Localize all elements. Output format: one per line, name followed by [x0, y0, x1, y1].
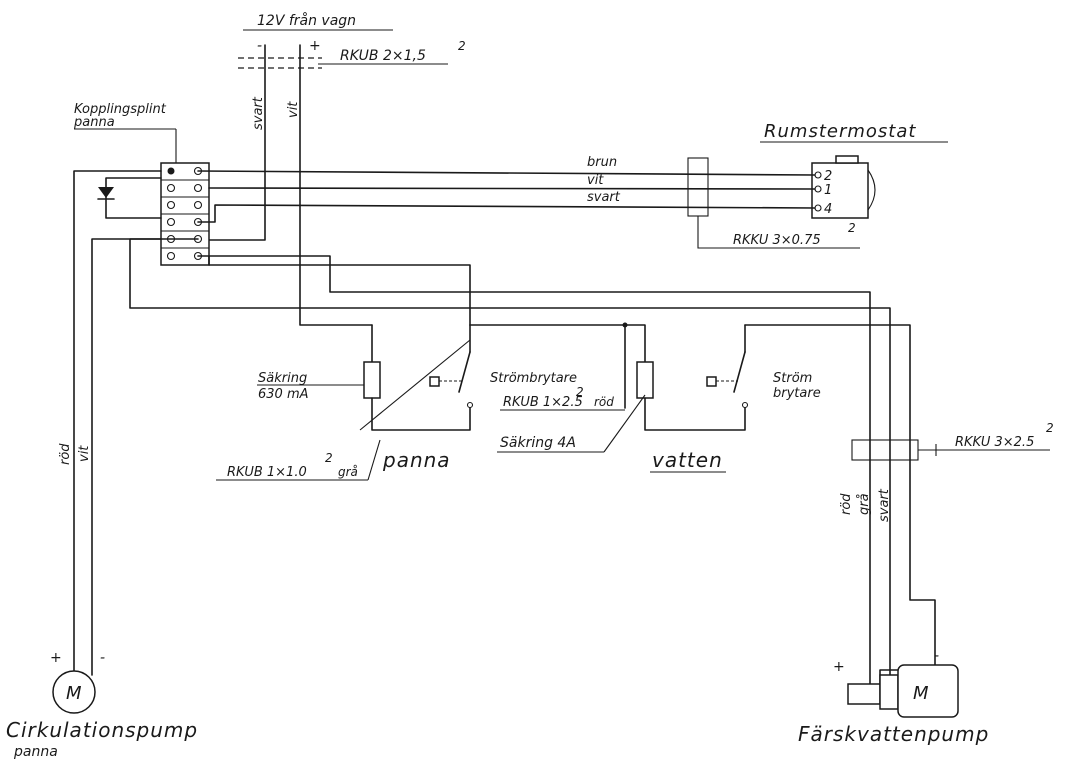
boiler-circuit-label: panna: [382, 448, 451, 472]
supply-wire-minus-label: svart: [251, 96, 266, 130]
fresh-water-pump-label: Färskvattenpump: [798, 722, 989, 746]
circulation-pump-label: Cirkulationspump: [6, 718, 198, 742]
thermostat-cable-label: RKKU 3×0.75: [733, 233, 821, 248]
boiler-fuse-rating: 630 mA: [258, 387, 309, 402]
thermostat-wire-black: svart: [587, 190, 621, 205]
fresh-water-pump-cable-label: RKKU 3×2.5: [955, 435, 1034, 450]
boiler-switch-symbol: [458, 351, 471, 393]
water-circuit: RKUB 1×2.5 2 röd Säkring 4A Ström brytar…: [469, 322, 821, 473]
water-switch-label-line2: brytare: [773, 386, 821, 401]
water-circuit-label: vatten: [652, 448, 723, 472]
water-fuse-label: Säkring 4A: [500, 435, 576, 451]
thermostat-wire-brown: brun: [587, 155, 617, 170]
fresh-water-pump-cable-superscript: 2: [1046, 421, 1054, 435]
supply-cable-label: RKUB 2×1,5: [340, 48, 426, 64]
supply-cable-superscript: 2: [458, 39, 466, 53]
water-switch-label: Ström: [773, 371, 812, 386]
thermostat-title: Rumstermostat: [764, 121, 916, 142]
supply-plus-sign: +: [309, 38, 321, 54]
power-supply: 12V från vagn - + RKUB 2×1,5 2 svart vit: [204, 12, 466, 326]
boiler-switch-label: Strömbrytare: [490, 371, 577, 386]
fresh-water-pump-wire-gray: grå: [857, 493, 872, 515]
supply-wire-plus-label: vit: [286, 101, 301, 118]
water-cable-superscript: 2: [576, 385, 584, 399]
distribution-wiring: [73, 170, 936, 691]
room-thermostat: Rumstermostat 2 1 4 brun vit svart RKKU …: [197, 121, 948, 249]
fresh-water-pump: RKKU 3×2.5 2 röd grå svart M + - Färskva…: [798, 421, 1054, 746]
boiler-cable-color: grå: [338, 465, 358, 479]
fresh-water-pump-wire-red: röd: [839, 493, 854, 515]
fresh-water-pump-wire-black: svart: [877, 488, 892, 522]
thermostat-terminal-1: 1: [824, 183, 832, 198]
supply-label: 12V från vagn: [257, 12, 356, 29]
boiler-fuse-symbol: [363, 361, 381, 399]
circulation-pump-sublabel: panna: [13, 744, 58, 759]
fresh-water-pump-minus: -: [934, 648, 939, 664]
circulation-pump-plus: +: [50, 650, 62, 666]
terminal-block: Kopplingsplint panna: [73, 102, 210, 266]
boiler-cable-label: RKUB 1×1.0: [227, 465, 307, 480]
water-cable-color: röd: [594, 395, 614, 409]
water-fuse-symbol: [636, 361, 654, 399]
supply-minus-sign: -: [257, 38, 262, 54]
terminal-block-sublabel: panna: [73, 115, 115, 130]
water-cable-label: RKUB 1×2.5: [503, 395, 583, 410]
thermostat-wire-white: vit: [587, 173, 604, 188]
boiler-circuit: Säkring 630 mA Strömbrytare panna RKUB 1…: [216, 324, 577, 481]
circulation-pump-wire-white: vit: [77, 445, 92, 462]
boiler-fuse-label: Säkring: [258, 371, 307, 386]
diode-symbol: [97, 177, 162, 219]
thermostat-cable-superscript: 2: [848, 221, 856, 235]
boiler-cable-superscript: 2: [325, 451, 333, 465]
circulation-pump-motor-label: M: [66, 683, 83, 704]
water-switch-symbol: [733, 351, 746, 393]
circulation-pump-wire-red: röd: [58, 443, 73, 465]
circulation-pump-motor-icon: [52, 670, 96, 714]
fresh-water-pump-motor-icon: [897, 664, 959, 718]
circulation-pump-minus: -: [100, 650, 105, 666]
terminal-block-label: Kopplingsplint: [74, 102, 167, 117]
fresh-water-pump-plus: +: [833, 659, 845, 675]
circulation-pump: röd vit M + - Cirkulationspump panna: [6, 443, 198, 759]
thermostat-terminal-4: 4: [824, 202, 832, 217]
fresh-water-pump-motor-label: M: [913, 683, 930, 704]
thermostat-terminal-2: 2: [824, 169, 832, 184]
